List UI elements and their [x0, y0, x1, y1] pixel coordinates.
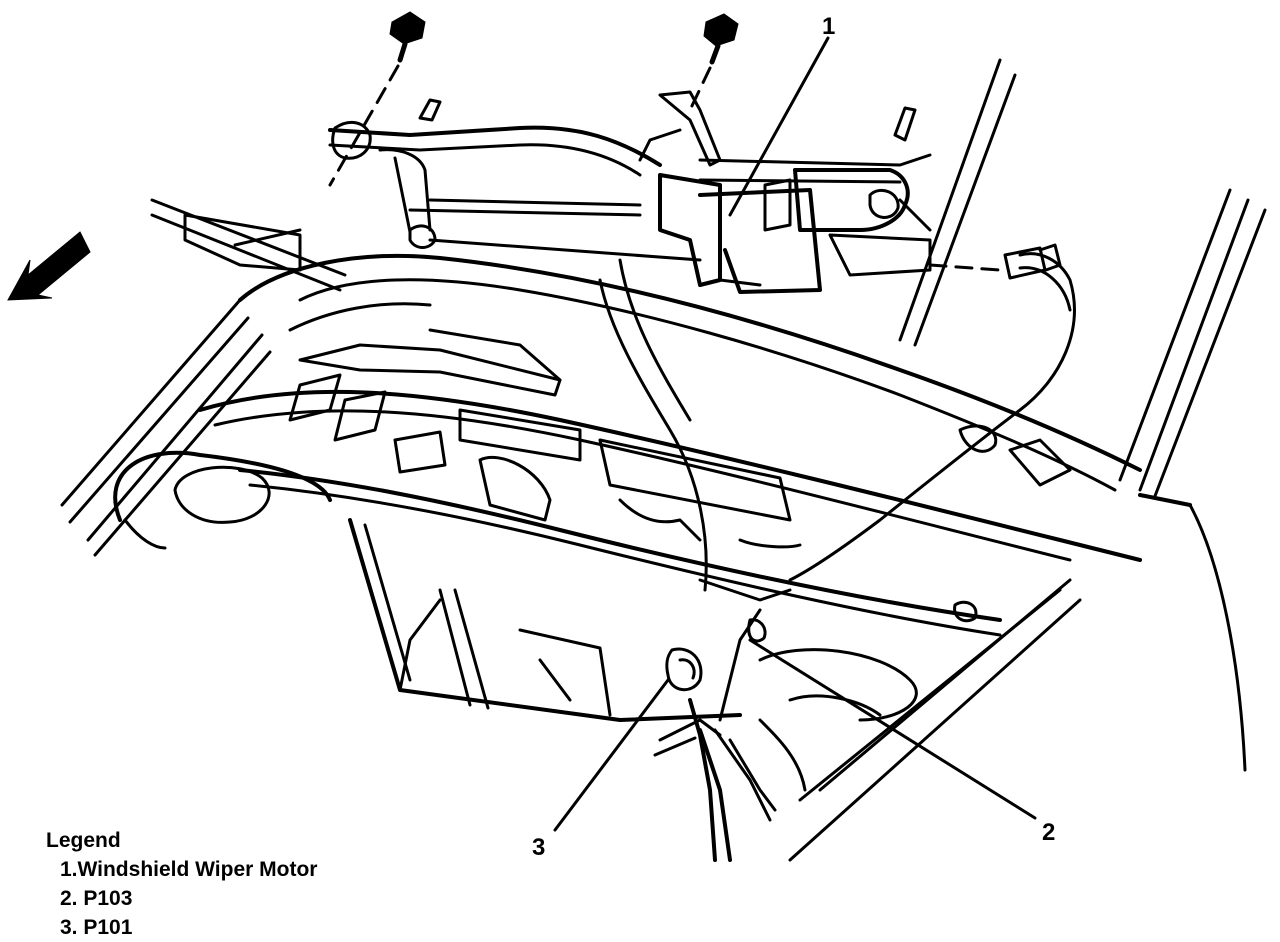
leader-lines — [553, 36, 1037, 832]
lower-plenum — [348, 518, 742, 722]
legend-item-windshield-wiper-motor: 1.Windshield Wiper Motor — [60, 858, 318, 881]
callout-3: 3 — [532, 834, 545, 861]
callout-1: 1 — [822, 13, 835, 40]
legend-item-p103: 2. P103 — [60, 887, 133, 910]
bolt-icon — [389, 11, 426, 63]
leader-line-1 — [728, 36, 830, 217]
right-fender — [758, 58, 1267, 862]
wiring-harness — [598, 243, 1076, 862]
leader-line-3 — [553, 678, 670, 832]
mounting-bolts — [389, 11, 739, 65]
legend: Legend 1.Windshield Wiper Motor 2. P103 … — [46, 826, 317, 942]
bolt-guide-lines — [328, 64, 1002, 272]
cowl-panel — [198, 253, 1142, 637]
legend-item-p101: 3. P101 — [60, 916, 133, 939]
bolt-icon — [703, 13, 739, 65]
left-fender — [60, 198, 347, 557]
legend-title: Legend — [46, 829, 121, 852]
leader-line-2 — [748, 638, 1037, 820]
front-direction-arrow-icon — [7, 231, 91, 301]
callout-2: 2 — [1042, 819, 1055, 846]
wiper-linkage — [328, 90, 932, 262]
wiper-motor — [658, 168, 932, 294]
